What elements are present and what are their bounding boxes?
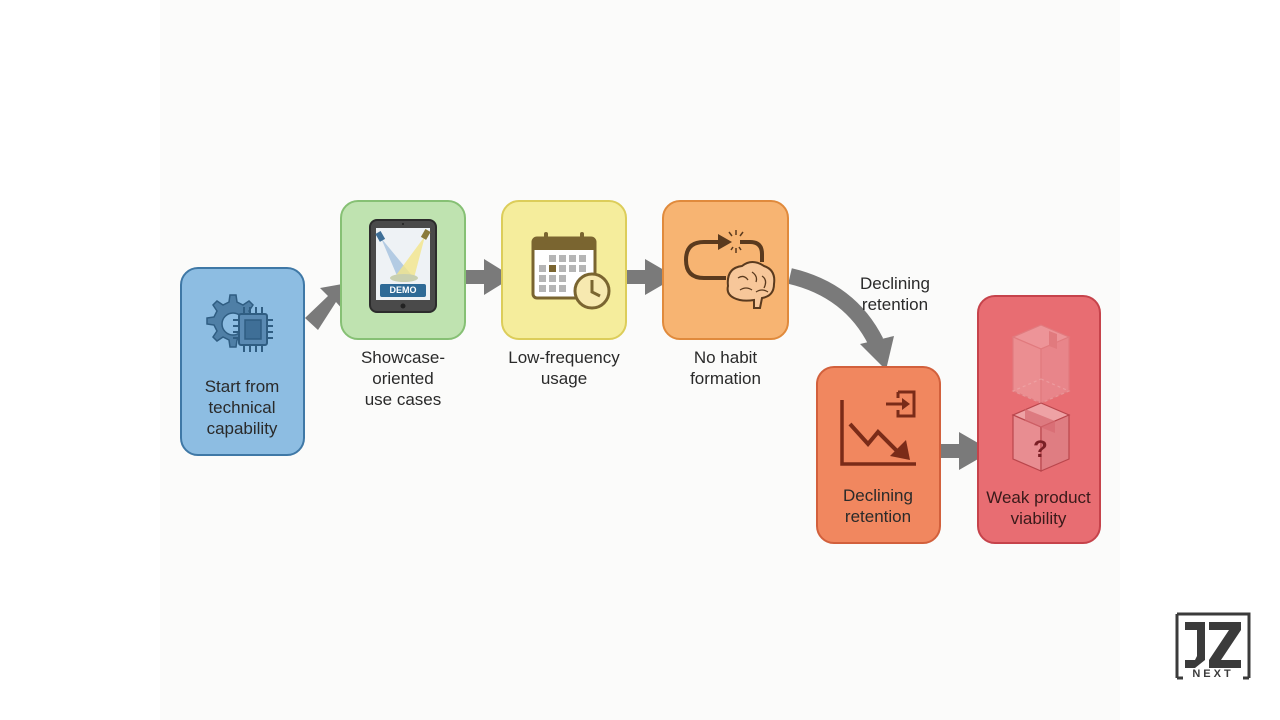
calendar-clock-icon <box>531 230 613 312</box>
step-label: No habit formation <box>690 348 761 388</box>
diagram-canvas <box>160 0 1120 720</box>
step-label: Weak product viability <box>986 488 1091 528</box>
connector-label: Declining retention <box>860 274 930 314</box>
step-low-frequency-usage <box>501 200 627 340</box>
svg-text:?: ? <box>1033 436 1048 463</box>
tablet-demo-icon: DEMO <box>368 218 438 314</box>
jz-next-logo: NEXT <box>1175 612 1251 680</box>
demo-badge: DEMO <box>389 285 417 295</box>
step-label: Showcase- oriented use cases <box>360 348 446 409</box>
step-label: Start from technical capability <box>204 377 280 438</box>
step-showcase-oriented-use-cases: DEMO <box>340 200 466 340</box>
step-label: Declining retention <box>843 486 913 526</box>
declining-chart-exit-icon <box>838 388 920 468</box>
step-label: Low-frequency usage <box>508 348 620 388</box>
broken-loop-brain-icon <box>682 228 778 318</box>
step-start-from-technical-capability: Start from technical capability <box>180 267 305 456</box>
gear-chip-icon <box>200 289 280 359</box>
logo-text: NEXT <box>1192 668 1234 680</box>
step-declining-retention: Declining retention <box>816 366 941 544</box>
step-no-habit-formation <box>662 200 789 340</box>
step-weak-product-viability: ? Weak product viability <box>977 295 1101 544</box>
fading-box-question-icon: ? <box>1009 323 1073 473</box>
